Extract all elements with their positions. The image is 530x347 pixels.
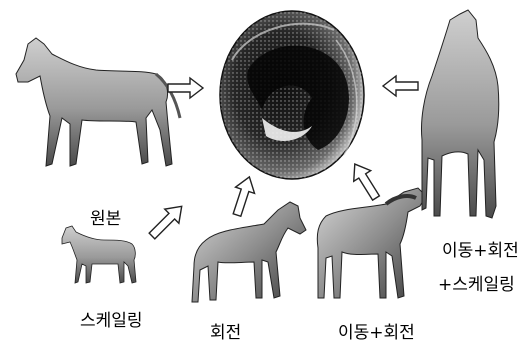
label-original: 원본 [90, 204, 121, 229]
label-rotation: 회전 [210, 318, 241, 343]
horse-translation-rotation-scaling [421, 10, 498, 218]
label-trs-line2: +스케일링 [438, 270, 515, 295]
horse-translation-rotation [317, 188, 426, 298]
sphere-map [220, 11, 364, 179]
arrow-translation-rotation-to-sphere [346, 159, 384, 204]
label-trs-line1: 이동+회전 [442, 236, 519, 261]
label-scaling: 스케일링 [80, 306, 143, 331]
horse-rotation [192, 202, 306, 302]
horse-scaling [62, 226, 136, 283]
arrow-trs-to-sphere [383, 76, 418, 96]
arrow-scaling-to-sphere [145, 199, 189, 243]
horse-original [16, 38, 180, 166]
label-translation-rotation: 이동+회전 [338, 318, 415, 343]
arrow-rotation-to-sphere [227, 174, 258, 218]
